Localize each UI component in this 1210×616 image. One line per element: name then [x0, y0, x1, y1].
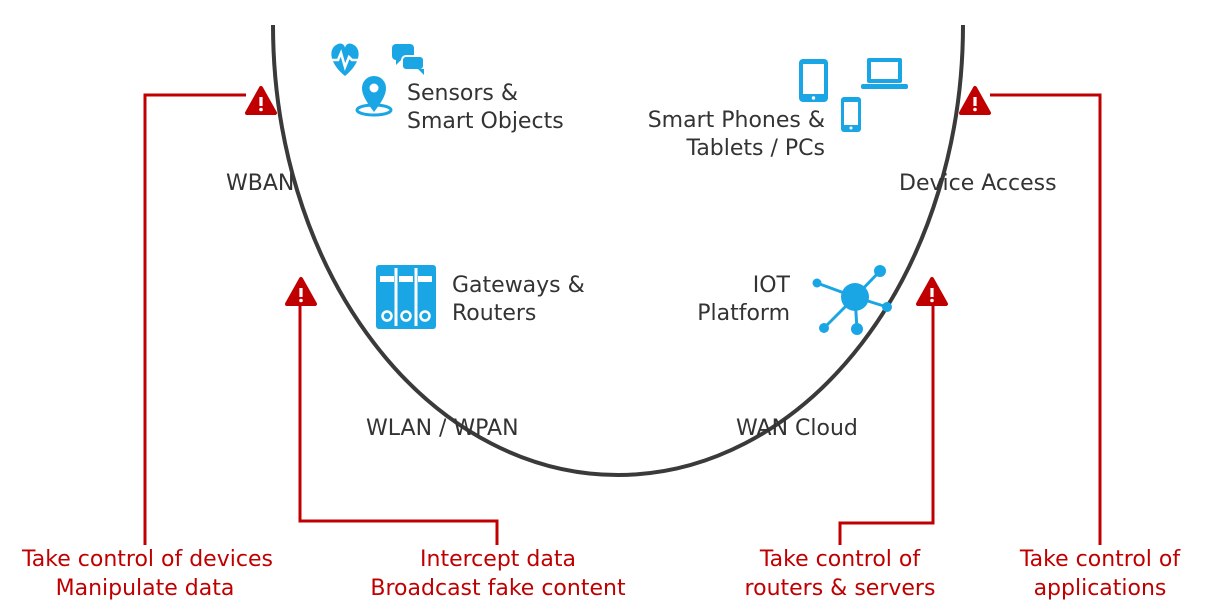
threat-devices-line2: Manipulate data [55, 576, 235, 601]
connector-intercept [298, 305, 499, 545]
connector-applications [990, 93, 1102, 545]
threat-devices: Take control of devices Manipulate data [22, 545, 273, 603]
node-gateways-line2: Routers [452, 301, 537, 326]
node-iot-line2: Platform [697, 301, 790, 326]
network-label-wban: WBAN [226, 171, 295, 196]
heart-monitor-icon [326, 43, 364, 76]
threat-devices-line1: Take control of devices [22, 547, 273, 572]
server-rack-icon [376, 265, 436, 329]
threat-applications-line2: applications [1033, 576, 1167, 601]
node-sensors-line1: Sensors & [407, 81, 519, 106]
chat-bubbles-icon [392, 44, 425, 75]
network-hub-icon [812, 265, 892, 335]
warning-icon [959, 86, 991, 115]
tablet-icon [799, 59, 828, 102]
node-gateways: Gateways & Routers [452, 272, 585, 328]
threat-routers-line1: Take control of [759, 547, 921, 572]
connector-devices [143, 93, 246, 545]
threat-applications: Take control of applications [1010, 545, 1190, 603]
connector-routers [838, 305, 935, 545]
node-phones-line2: Tablets / PCs [686, 136, 825, 161]
node-gateways-line1: Gateways & [452, 273, 585, 298]
node-phones-line1: Smart Phones & [647, 108, 825, 133]
threat-routers-line2: routers & servers [744, 576, 936, 601]
smartphone-icon [841, 97, 861, 132]
threat-intercept-line2: Broadcast fake content [370, 576, 626, 601]
network-label-wan: WAN Cloud [736, 416, 858, 441]
threat-routers: Take control of routers & servers [740, 545, 940, 603]
warning-icon [285, 277, 317, 306]
node-phones: Smart Phones & Tablets / PCs [648, 107, 825, 163]
location-pin-icon [355, 76, 393, 117]
threat-intercept-line1: Intercept data [420, 547, 576, 572]
warning-icon [916, 277, 948, 306]
threat-intercept: Intercept data Broadcast fake content [370, 545, 626, 603]
network-label-wlan: WLAN / WPAN [366, 416, 519, 441]
warning-icon [245, 86, 277, 115]
network-ring [271, 24, 965, 477]
node-sensors: Sensors & Smart Objects [407, 80, 564, 136]
node-iot-line1: IOT [752, 273, 790, 298]
node-sensors-line2: Smart Objects [407, 109, 564, 134]
threat-applications-line1: Take control of [1019, 547, 1181, 572]
laptop-icon [861, 58, 908, 89]
node-iot: IOT Platform [697, 272, 790, 328]
network-label-device-access: Device Access [899, 171, 1057, 196]
